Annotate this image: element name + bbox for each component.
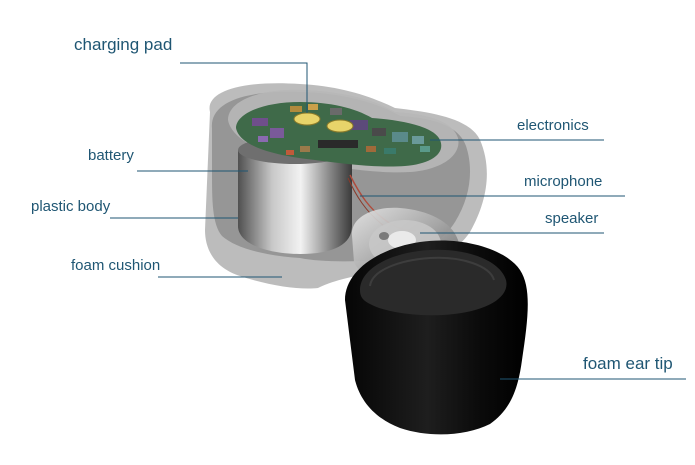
label-electronics: electronics bbox=[517, 117, 589, 134]
ear-tip-opening bbox=[360, 249, 507, 316]
battery-cylinder bbox=[238, 150, 352, 254]
charging-pad-contact-2 bbox=[326, 119, 354, 133]
board-components bbox=[252, 104, 430, 155]
label-plastic-body: plastic body bbox=[31, 198, 111, 215]
charging-pad-contact-1 bbox=[293, 112, 321, 126]
label-foam-ear-tip: foam ear tip bbox=[583, 354, 673, 373]
label-charging-pad: charging pad bbox=[74, 35, 173, 54]
label-speaker: speaker bbox=[545, 210, 599, 227]
leader-lines bbox=[110, 62, 686, 380]
label-battery: battery bbox=[88, 147, 134, 164]
leader-charging-pad bbox=[180, 62, 308, 113]
label-foam-cushion: foam cushion bbox=[71, 257, 161, 274]
label-microphone: microphone bbox=[524, 173, 603, 190]
